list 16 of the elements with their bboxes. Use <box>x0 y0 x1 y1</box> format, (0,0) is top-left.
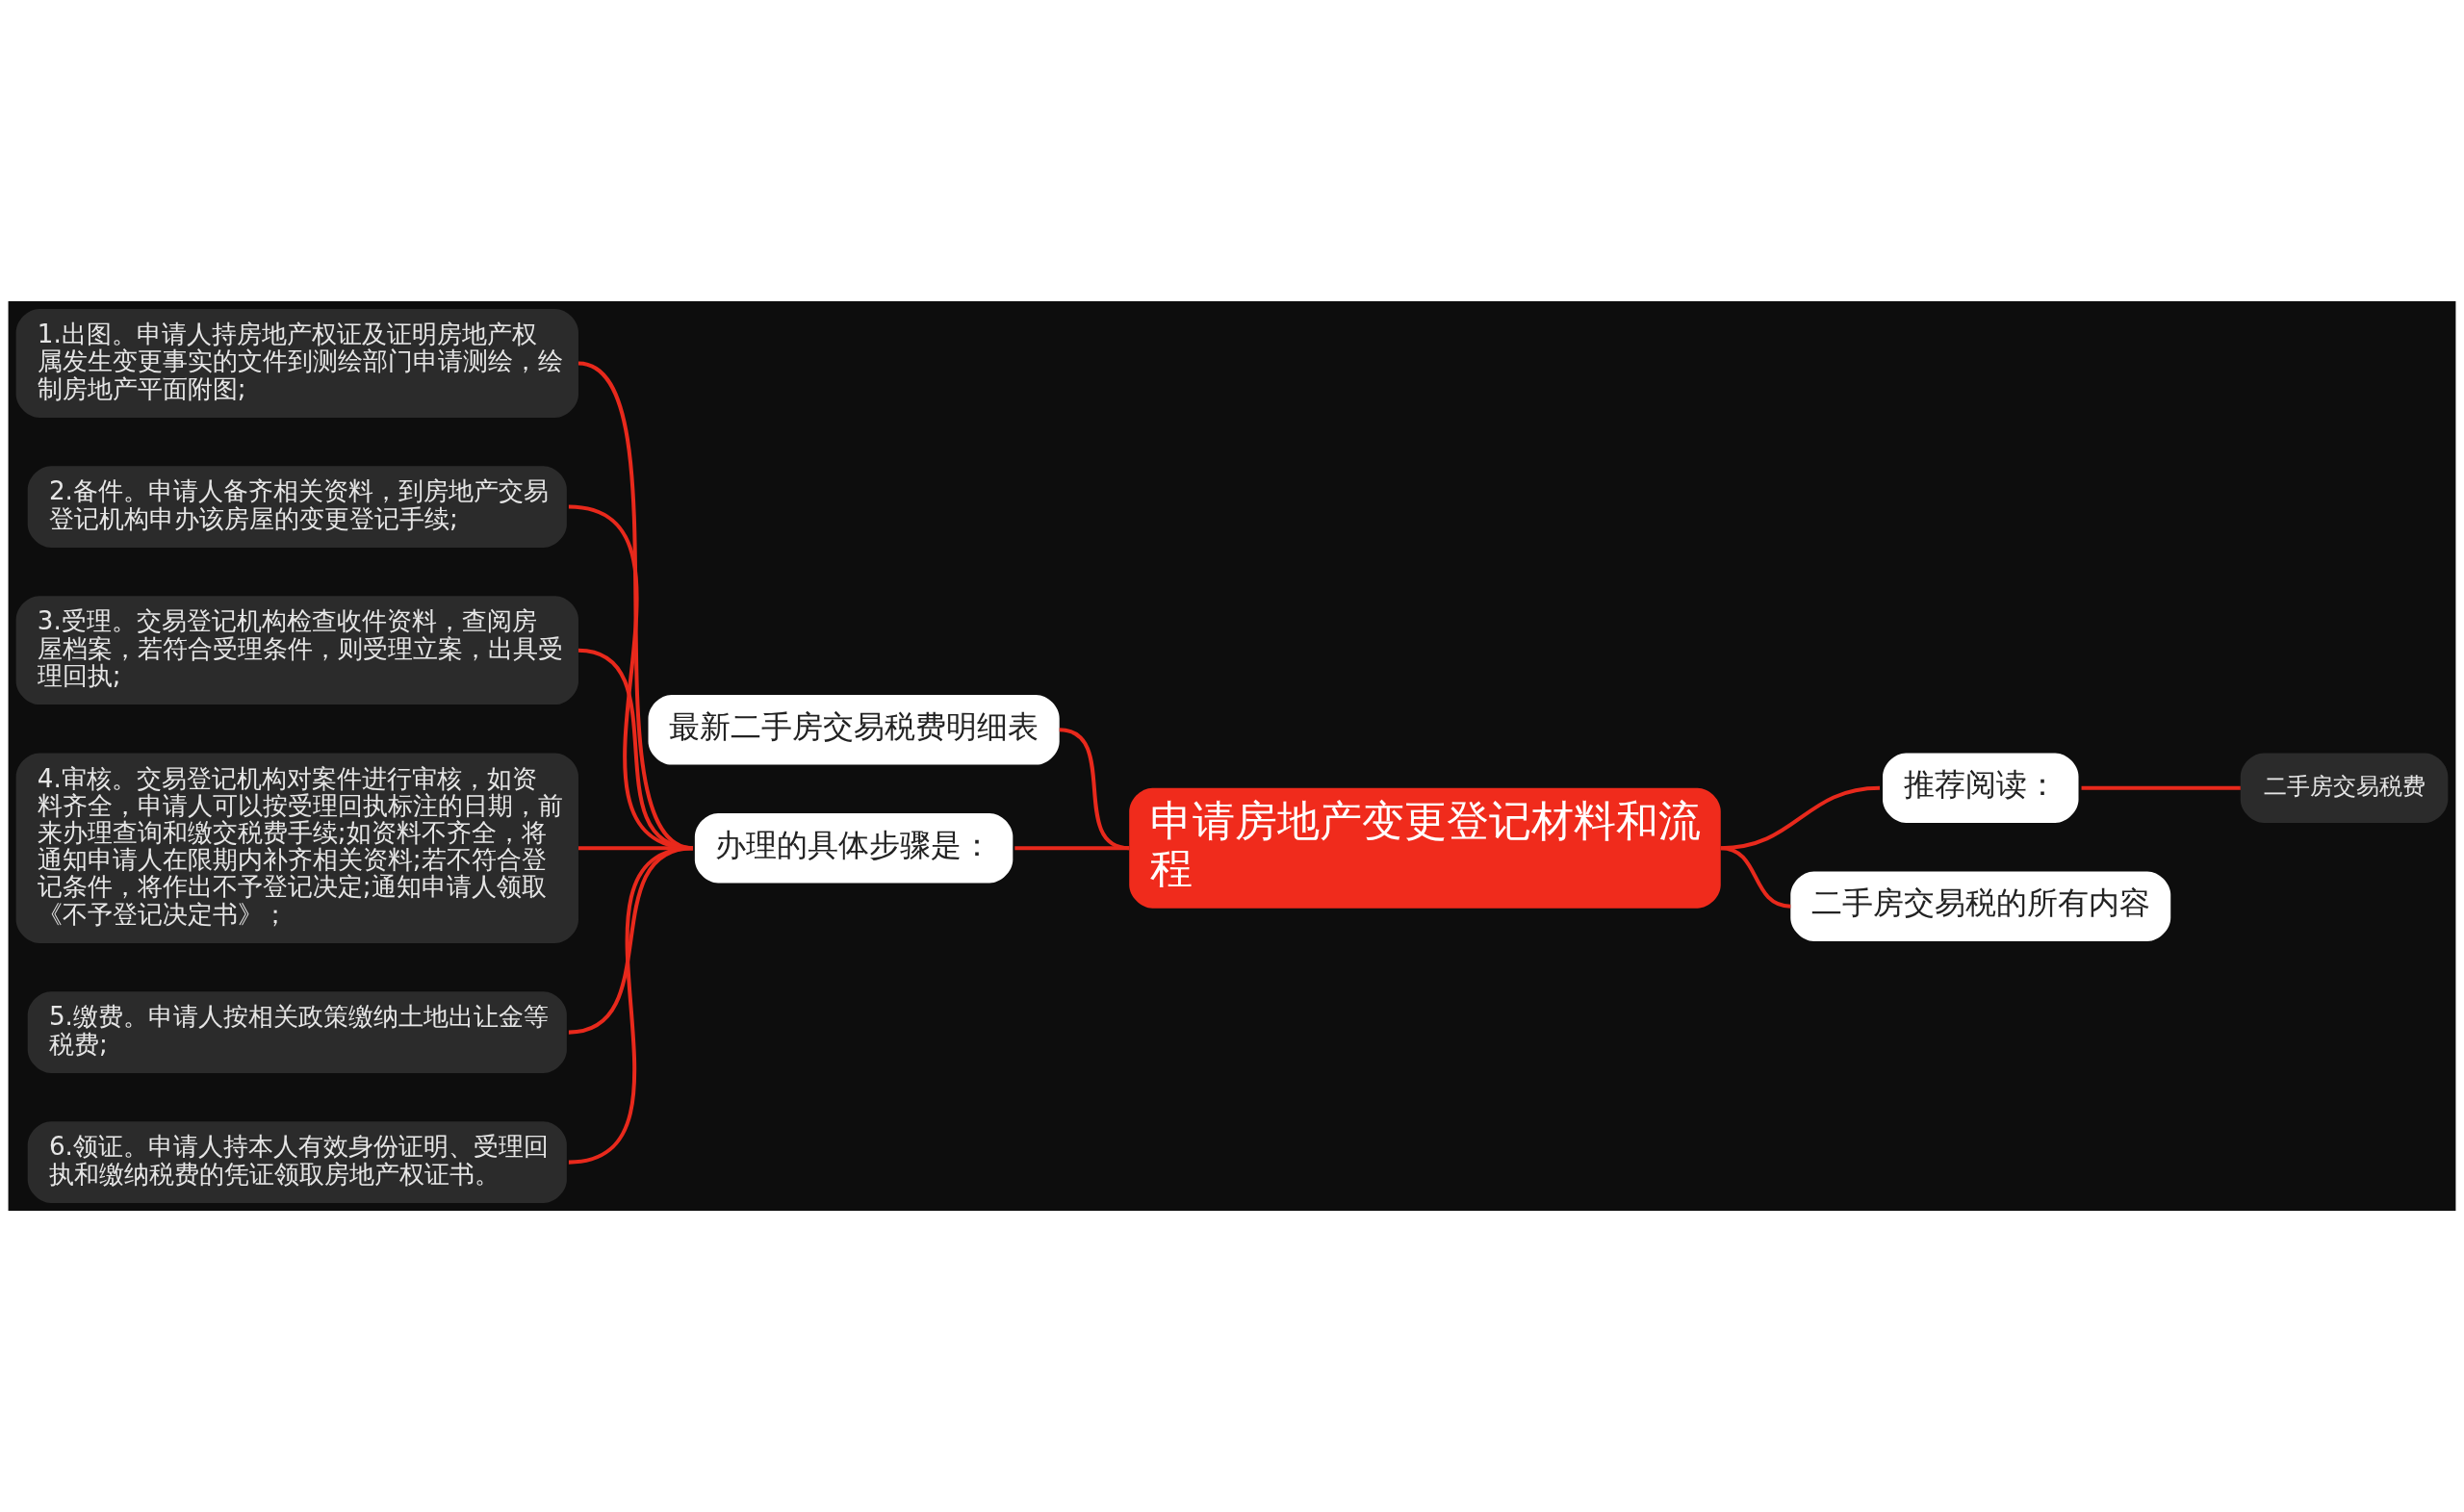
node-box: 推荐阅读： <box>1883 753 2079 823</box>
node-box: 办理的具体步骤是： <box>694 812 1014 884</box>
node-box: 二手房交易税的所有内容 <box>1790 871 2171 941</box>
node-box: 二手房交易税费 <box>2240 753 2449 823</box>
connector <box>1014 846 1130 851</box>
node-box: 申请房地产变更登记材料和流程 <box>1129 787 1721 909</box>
node-box: 1.出图。申请人持房地产权证及证明房地产权属发生变更事实的文件到测绘部门申请测绘，绘制房地产平面附图; <box>15 309 578 418</box>
node-box: 6.领证。申请人持本人有效身份证明、受理回执和缴纳税费的凭证领取房地产权证书。 <box>27 1121 567 1203</box>
node-box: 最新二手房交易税费明细表 <box>648 695 1060 765</box>
connector <box>568 846 694 1165</box>
node-box: 3.受理。交易登记机构检查收件资料，查阅房屋档案，若符合受理条件，则受理立案，出具受理回执; <box>15 596 578 705</box>
node-box: 4.审核。交易登记机构对案件进行审核，如资料齐全，申请人可以按受理回执标注的日期，前来办理查询和缴交税费手续;如资料不齐全，将通知申请人在限期内补齐相关资料;若不符合登记条件，将作出不予登记决定;通知申请人领取《不予登记决定书》； <box>15 753 578 943</box>
node-box: 5.缴费。申请人按相关政策缴纳土地出让金等税费; <box>27 991 567 1073</box>
connector <box>2081 785 2241 790</box>
connector <box>1720 846 1791 909</box>
node-box: 2.备件。申请人备齐相关资料，到房地产交易登记机构申办该房屋的变更登记手续; <box>27 466 567 548</box>
